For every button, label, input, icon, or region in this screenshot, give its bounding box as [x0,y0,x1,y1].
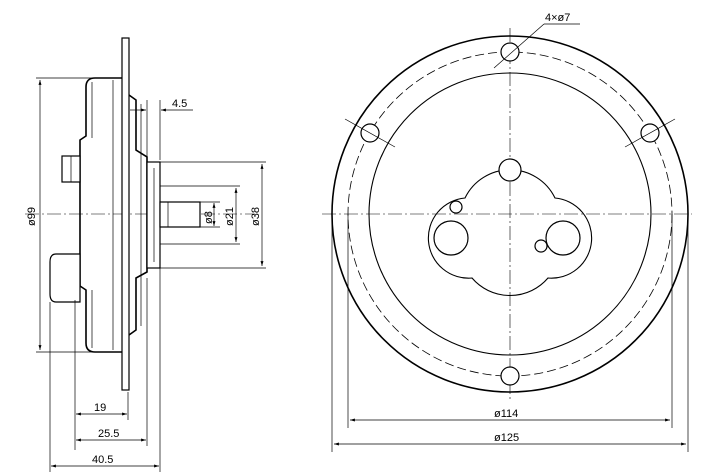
plate-hole-top [498,158,522,182]
plate-hole-left [433,220,469,256]
dia8-label: ø8 [203,211,215,224]
dia114-label: ø114 [494,408,518,420]
holes-label: 4×ø7 [545,12,570,24]
dia125-label: ø125 [494,432,519,444]
side-view: ø99 ø8 ø21 ø38 4.5 19 25.5 [25,37,266,472]
hub [146,161,161,269]
dim45-label: 4.5 [172,98,187,110]
front-view: 4×ø7 ø114 ø125 [322,12,692,452]
holes-leader-line [493,23,545,69]
mounting-hole-bottom [500,366,520,386]
dia99-label: ø99 [26,207,38,226]
plate-hole-right [545,220,581,256]
mounting-hole-top [500,42,520,62]
cover-plate-lobed [427,169,593,296]
dim255-label: 25.5 [98,428,119,440]
dia21-label: ø21 [224,207,236,226]
plate-pin-left [449,200,463,214]
dim405-label: 40.5 [92,454,113,466]
mounting-flange [121,37,130,391]
back-stud-large [49,253,81,303]
front-cover [128,94,148,336]
hole-right-axis [624,118,676,148]
hole-left-axis [344,118,396,148]
plate-pin-right [534,239,548,253]
dim19-label: 19 [94,402,106,414]
dia38-label: ø38 [250,207,262,226]
housing-outline [79,77,122,353]
shaft [159,201,201,228]
